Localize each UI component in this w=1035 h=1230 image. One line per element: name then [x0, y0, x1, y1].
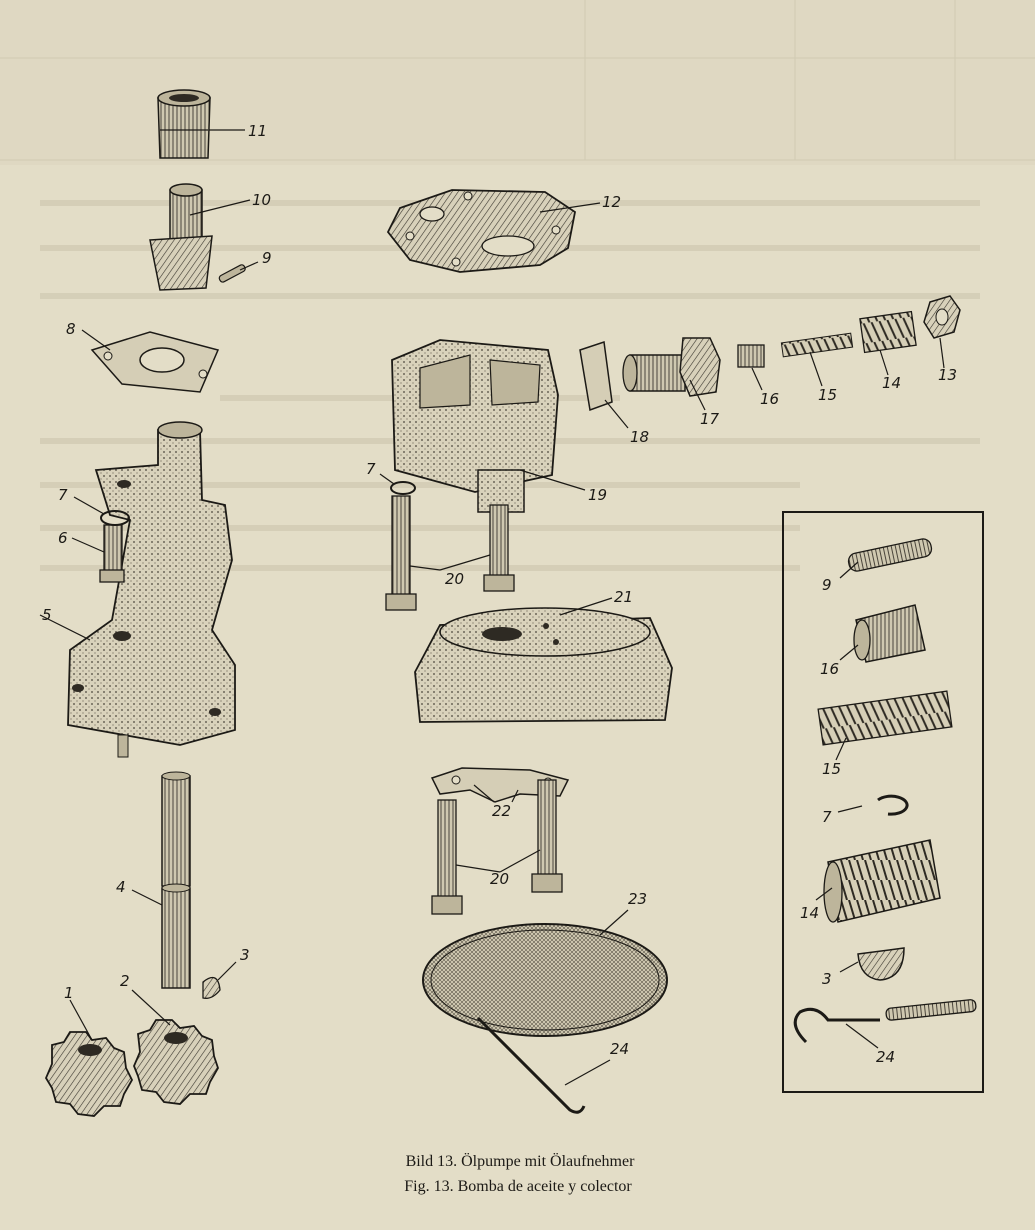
label-7-left: 7 — [58, 486, 68, 504]
part-14-sleeve — [859, 310, 917, 376]
part-labels: 11 10 9 8 7 6 5 4 3 2 1 12 7 19 18 17 16… — [42, 122, 957, 1066]
inset-part-3-key — [839, 947, 905, 981]
part-6-screw — [71, 524, 125, 583]
part-17-plug — [622, 337, 721, 411]
part-24-clip — [476, 1016, 611, 1114]
label-9: 9 — [262, 249, 272, 267]
part-10-drive-gear — [149, 183, 251, 291]
detail-inset-box — [782, 511, 984, 1093]
label-7-middle: 7 — [366, 460, 376, 478]
part-8-gasket — [81, 329, 220, 393]
caption-spanish: Fig. 13. Bomba de aceite y colector — [404, 1178, 632, 1195]
inset-part-14-sleeve — [815, 839, 941, 923]
label-5: 5 — [42, 606, 52, 624]
label-16: 16 — [760, 390, 779, 408]
part-15-spring — [780, 332, 854, 387]
part-3-key — [202, 961, 237, 999]
part-4-shafts — [131, 771, 191, 989]
part-11-bushing — [157, 89, 245, 159]
label-14-inset: 14 — [800, 904, 819, 922]
label-6: 6 — [58, 529, 68, 547]
label-3-main: 3 — [240, 946, 250, 964]
label-24-main: 24 — [610, 1040, 629, 1058]
inset-part-9-pin — [839, 538, 933, 579]
part-12-cover — [386, 189, 601, 273]
part-1-gear — [44, 999, 134, 1117]
label-24-inset: 24 — [876, 1048, 895, 1066]
inset-part-24-clip — [793, 999, 977, 1049]
part-13-nut — [923, 295, 961, 369]
label-11: 11 — [248, 122, 267, 140]
label-2: 2 — [120, 972, 130, 990]
label-1: 1 — [64, 984, 74, 1002]
part-20-bolts-lower — [431, 779, 563, 915]
part-7-washer-left — [73, 496, 130, 526]
label-4: 4 — [116, 878, 126, 896]
label-8: 8 — [66, 320, 76, 338]
caption-german: Bild 13. Ölpumpe mit Ölaufnehmer — [406, 1152, 636, 1170]
inset-part-16-nut — [839, 604, 926, 663]
label-13: 13 — [938, 366, 957, 384]
part-18-plate — [579, 341, 629, 429]
part-7-washer-middle — [379, 473, 416, 495]
label-16-inset: 16 — [820, 660, 839, 678]
label-10: 10 — [252, 191, 271, 209]
label-22: 22 — [492, 802, 511, 820]
figure-caption: Bild 13. Ölpumpe mit Ölaufnehmer Fig. 13… — [404, 1152, 635, 1195]
part-5-pump-housing — [39, 421, 236, 758]
inset-part-15-spring — [817, 690, 953, 761]
inset-part-7-ring — [837, 794, 909, 816]
label-3-inset: 3 — [822, 970, 832, 988]
part-20-bolts-upper — [385, 495, 515, 611]
part-19-valve-body — [391, 339, 586, 513]
label-17: 17 — [700, 410, 720, 428]
label-18: 18 — [630, 428, 649, 446]
part-9-pin — [218, 261, 259, 283]
label-15-inset: 15 — [822, 760, 841, 778]
part-23-screen — [422, 909, 668, 1037]
label-20-upper: 20 — [445, 570, 464, 588]
part-21-collector — [414, 597, 673, 723]
label-23: 23 — [628, 890, 647, 908]
label-9-inset: 9 — [822, 576, 832, 594]
label-20-lower: 20 — [490, 870, 509, 888]
label-21: 21 — [614, 588, 633, 606]
part-16-nut-small — [737, 344, 765, 391]
label-14: 14 — [882, 374, 901, 392]
label-19: 19 — [588, 486, 607, 504]
label-15: 15 — [818, 386, 837, 404]
label-12: 12 — [602, 193, 621, 211]
label-7-inset: 7 — [822, 808, 832, 826]
part-2-gear — [131, 989, 219, 1105]
